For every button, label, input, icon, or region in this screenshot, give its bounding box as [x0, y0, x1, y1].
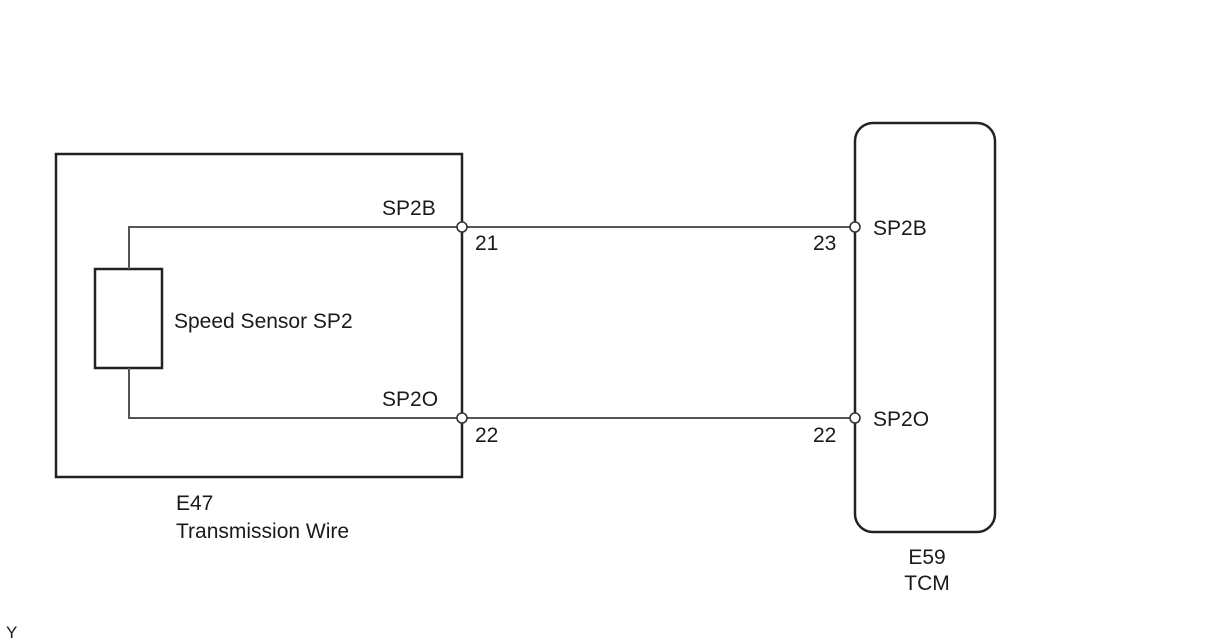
e47-pin-signal-sp2b: SP2B: [382, 197, 436, 220]
e47-pin-signal-sp2o: SP2O: [382, 388, 438, 411]
e47-terminal-22: [456, 412, 468, 424]
e59-pin-number-23: 23: [813, 232, 836, 255]
e59-pin-signal-sp2b: SP2B: [873, 217, 927, 240]
sensor-wire-sp2b: [128, 226, 462, 269]
e59-terminal-22: [849, 412, 861, 424]
corner-mark: Y: [6, 623, 17, 642]
e47-connector-code: E47: [176, 492, 213, 515]
e59-connector-code: E59: [908, 546, 945, 569]
sensor-wire-sp2o: [128, 368, 462, 419]
e59-terminal-23: [849, 221, 861, 233]
e59-pin-signal-sp2o: SP2O: [873, 408, 929, 431]
transmission-wire-box: [54, 152, 464, 479]
e47-terminal-21: [456, 221, 468, 233]
tcm-box: [853, 121, 997, 534]
e59-connector-name: TCM: [904, 572, 950, 595]
e59-pin-number-22: 22: [813, 424, 836, 447]
e47-pin-number-21: 21: [475, 232, 498, 255]
speed-sensor-symbol: [93, 267, 164, 370]
e47-connector-name: Transmission Wire: [176, 520, 349, 543]
speed-sensor-label: Speed Sensor SP2: [174, 310, 353, 333]
e47-pin-number-22: 22: [475, 424, 498, 447]
